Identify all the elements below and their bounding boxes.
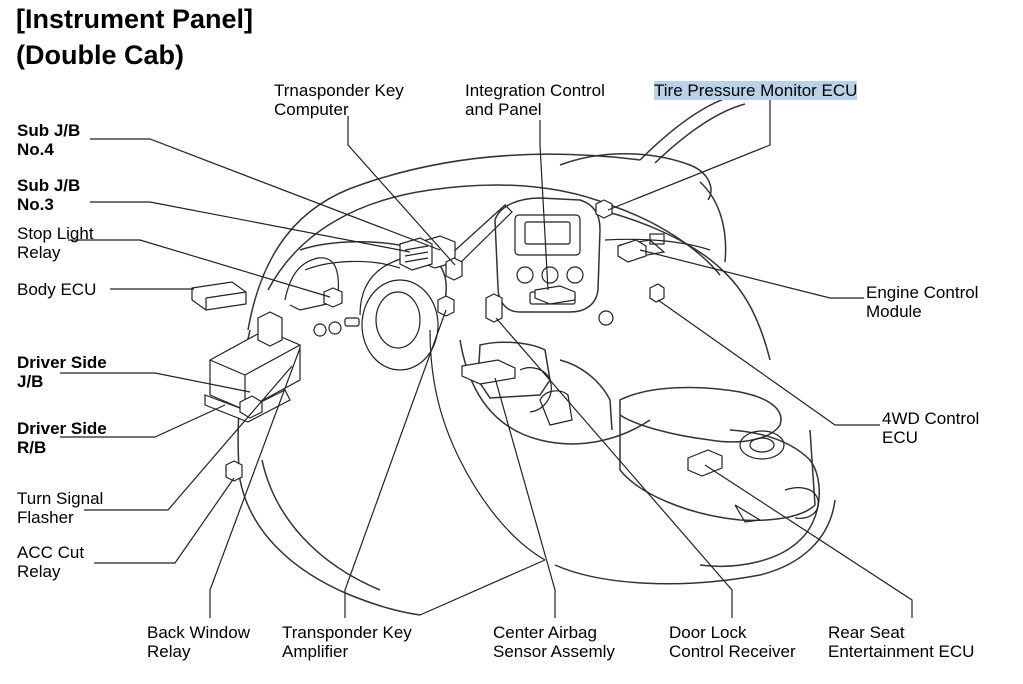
transponder-key-computer-box	[445, 257, 463, 281]
leader-lines	[60, 98, 913, 618]
rear-seat-entertainment-ecu-box	[687, 449, 723, 477]
diagram-title: [Instrument Panel]	[16, 4, 254, 34]
back-window-relay-box	[239, 395, 263, 419]
tire-pressure-ecu-box	[595, 199, 613, 219]
engine-control-module-box	[617, 239, 647, 263]
label-body-ecu: Body ECU	[17, 280, 97, 299]
components	[191, 199, 723, 482]
diagram-subtitle: (Double Cab)	[16, 40, 184, 70]
4wd-control-ecu-box	[649, 283, 665, 303]
dashboard-drawing	[237, 94, 836, 616]
door-lock-receiver-box	[485, 293, 503, 323]
center-airbag-sensor-box	[461, 359, 516, 385]
turn-signal-flasher-box	[225, 460, 243, 482]
stop-light-relay-box	[323, 287, 343, 308]
highlighted-text: Tire Pressure Monitor ECU	[654, 81, 858, 100]
label-tire-pressure-monitor-ecu: Tire Pressure Monitor ECU	[654, 81, 858, 100]
transponder-key-amplifier-box	[437, 295, 455, 317]
